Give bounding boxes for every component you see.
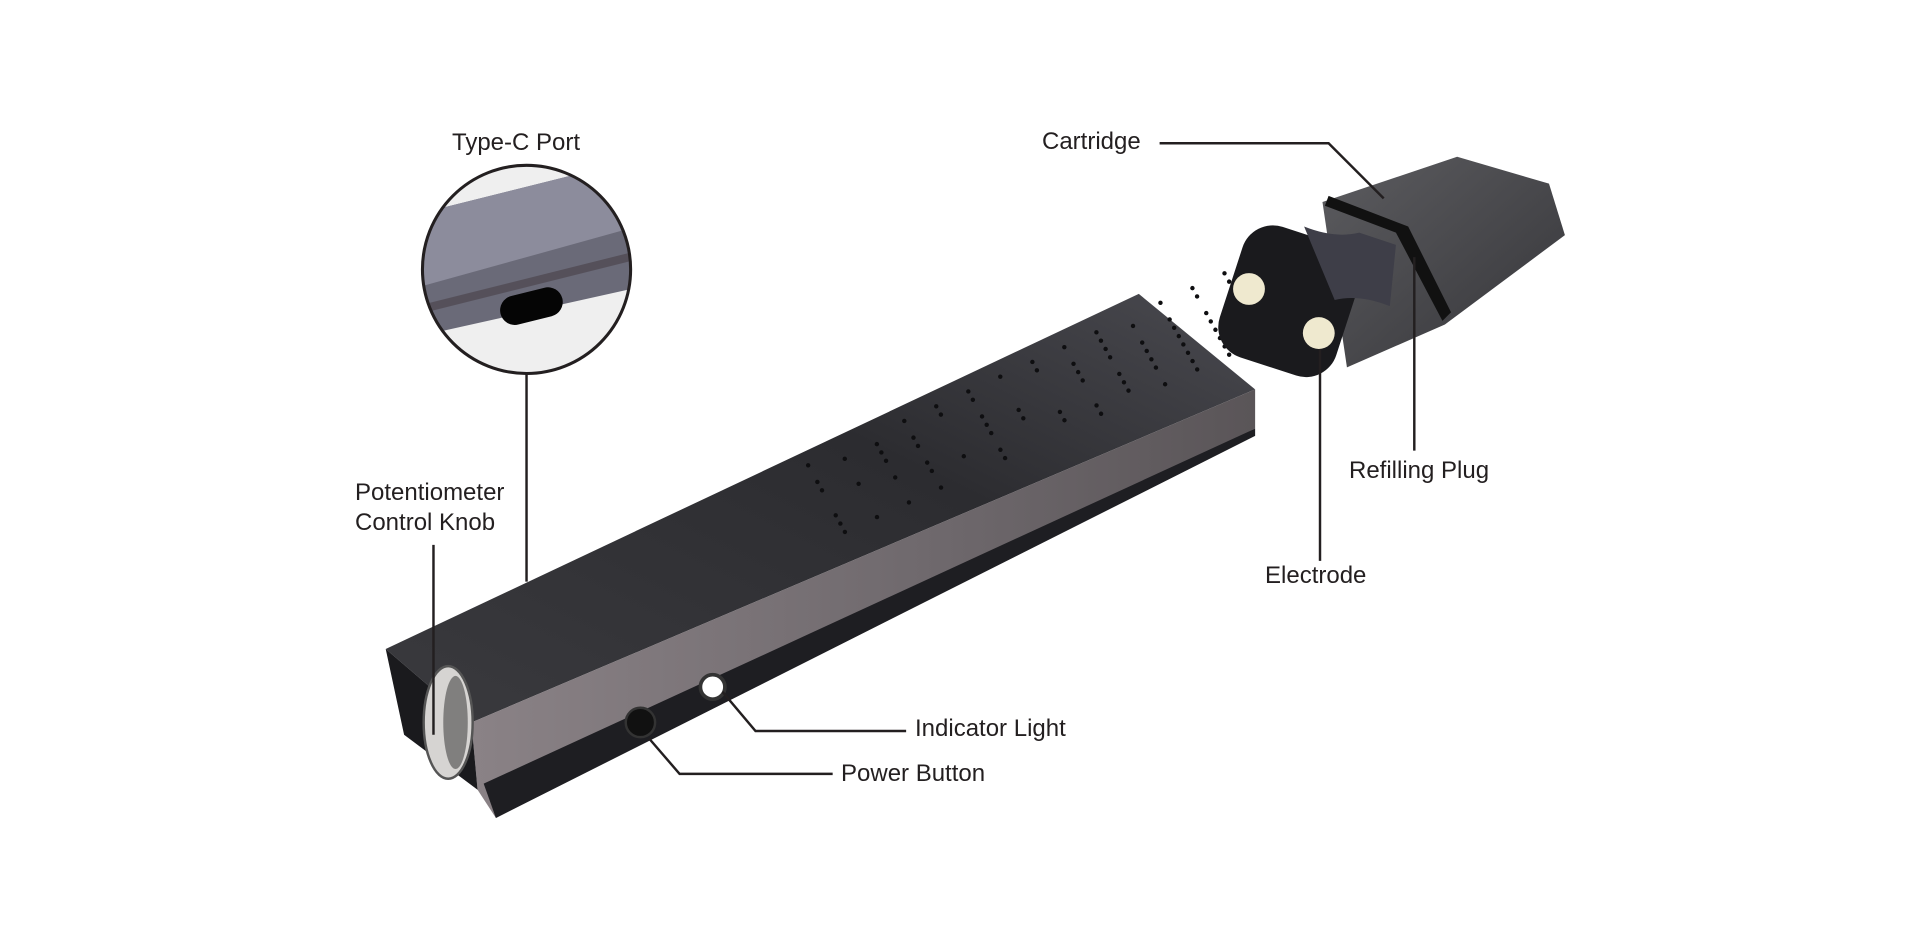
cartridge-leader — [1160, 143, 1384, 198]
speaker-dot — [1222, 271, 1226, 275]
speaker-dot — [1035, 368, 1039, 372]
speaker-dot — [875, 442, 879, 446]
speaker-dot — [916, 444, 920, 448]
speaker-dot — [1140, 340, 1144, 344]
speaker-dot — [838, 521, 842, 525]
speaker-dot — [879, 450, 883, 454]
speaker-dot — [1172, 326, 1176, 330]
speaker-dot — [1108, 355, 1112, 359]
speaker-dot — [1227, 353, 1231, 357]
electrode-label: Electrode — [1265, 561, 1366, 591]
speaker-dot — [934, 404, 938, 408]
power-leader — [649, 738, 833, 774]
speaker-dot — [939, 485, 943, 489]
speaker-dot — [1003, 456, 1007, 460]
speaker-dot — [1167, 317, 1171, 321]
speaker-dot — [1158, 301, 1162, 305]
speaker-dot — [1062, 345, 1066, 349]
electrode-2 — [1303, 317, 1335, 349]
power-button-label: Power Button — [841, 759, 985, 789]
speaker-dot — [856, 482, 860, 486]
potentiometer-knob[interactable] — [424, 666, 473, 779]
speaker-dot — [1181, 342, 1185, 346]
speaker-dot — [930, 469, 934, 473]
speaker-dot — [980, 414, 984, 418]
speaker-dot — [998, 374, 1002, 378]
speaker-dot — [984, 423, 988, 427]
speaker-dot — [1094, 403, 1098, 407]
speaker-dot — [1204, 311, 1208, 315]
speaker-dot — [820, 488, 824, 492]
refilling-plug-label: Refilling Plug — [1349, 456, 1489, 486]
potentiometer-label-line1: Potentiometer — [355, 478, 504, 508]
indicator-leader — [722, 692, 906, 731]
speaker-dot — [884, 459, 888, 463]
speaker-dot — [834, 513, 838, 517]
speaker-dot — [843, 530, 847, 534]
speaker-dot — [1209, 319, 1213, 323]
type-c-port-zoom-callout — [416, 159, 636, 379]
speaker-dot — [1131, 324, 1135, 328]
cartridge — [1210, 157, 1565, 386]
speaker-dot — [1126, 388, 1130, 392]
speaker-dot — [907, 500, 911, 504]
speaker-dot — [1071, 362, 1075, 366]
type-c-port-label: Type-C Port — [452, 128, 580, 158]
speaker-dot — [1030, 360, 1034, 364]
speaker-dot — [1190, 286, 1194, 290]
indicator-light-label: Indicator Light — [915, 714, 1066, 744]
speaker-dot — [939, 412, 943, 416]
speaker-dot — [911, 435, 915, 439]
speaker-dot — [902, 419, 906, 423]
speaker-dot — [971, 398, 975, 402]
power-button[interactable] — [626, 708, 655, 737]
speaker-dot — [925, 460, 929, 464]
speaker-dot — [1154, 365, 1158, 369]
speaker-dot — [1195, 367, 1199, 371]
speaker-dot — [1122, 380, 1126, 384]
speaker-dot — [1016, 408, 1020, 412]
speaker-dot — [1103, 347, 1107, 351]
speaker-dot — [806, 463, 810, 467]
indicator-light — [700, 675, 724, 699]
speaker-dot — [1076, 370, 1080, 374]
speaker-dot — [966, 389, 970, 393]
speaker-dot — [1149, 357, 1153, 361]
speaker-dot — [1145, 349, 1149, 353]
speaker-dot — [1177, 334, 1181, 338]
speaker-dot — [1062, 418, 1066, 422]
electrode-1 — [1233, 273, 1265, 305]
speaker-dot — [989, 431, 993, 435]
speaker-dot — [1213, 328, 1217, 332]
potentiometer-label-line2: Control Knob — [355, 508, 495, 538]
speaker-dot — [1021, 416, 1025, 420]
speaker-dot — [843, 457, 847, 461]
cartridge-label: Cartridge — [1042, 127, 1141, 157]
speaker-dot — [875, 515, 879, 519]
speaker-dot — [1227, 279, 1231, 283]
speaker-dot — [893, 475, 897, 479]
speaker-dot — [815, 480, 819, 484]
speaker-dot — [1099, 338, 1103, 342]
speaker-dot — [1190, 359, 1194, 363]
speaker-dot — [1186, 351, 1190, 355]
speaker-dot — [1080, 378, 1084, 382]
speaker-dot — [1195, 294, 1199, 298]
speaker-dot — [962, 454, 966, 458]
speaker-dot — [1163, 382, 1167, 386]
speaker-dot — [1094, 330, 1098, 334]
speaker-dot — [1058, 410, 1062, 414]
speaker-dot — [1117, 372, 1121, 376]
speaker-dot — [1099, 412, 1103, 416]
speaker-dot — [998, 448, 1002, 452]
